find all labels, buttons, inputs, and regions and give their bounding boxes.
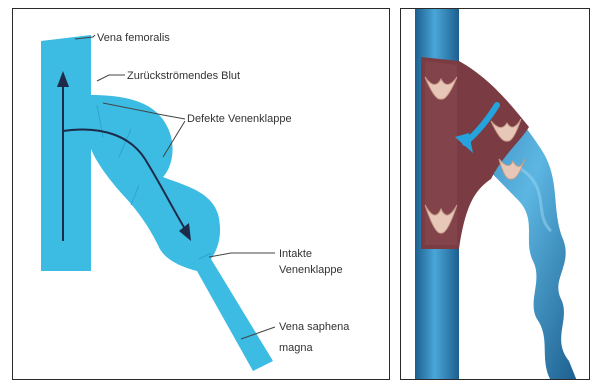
label-vena-saphena: Vena saphena [279, 321, 350, 333]
label-defekte-venenklappe: Defekte Venenklappe [187, 113, 292, 125]
diagram-panel-left: Vena femoralis Zurückströmendes Blut Def… [12, 8, 390, 380]
vein-3d-illustration [401, 9, 590, 380]
illustration-panel-right [400, 8, 590, 380]
label-venenklappe: Venenklappe [279, 264, 343, 276]
label-intakte: Intakte [279, 248, 312, 260]
label-zurueckstroemendes-blut: Zurückströmendes Blut [127, 70, 240, 82]
label-vena-femoralis: Vena femoralis [97, 32, 170, 44]
vein-diagram: Vena femoralis Zurückströmendes Blut Def… [13, 9, 390, 380]
vena-femoralis-vessel [41, 35, 91, 271]
label-magna: magna [279, 342, 314, 354]
